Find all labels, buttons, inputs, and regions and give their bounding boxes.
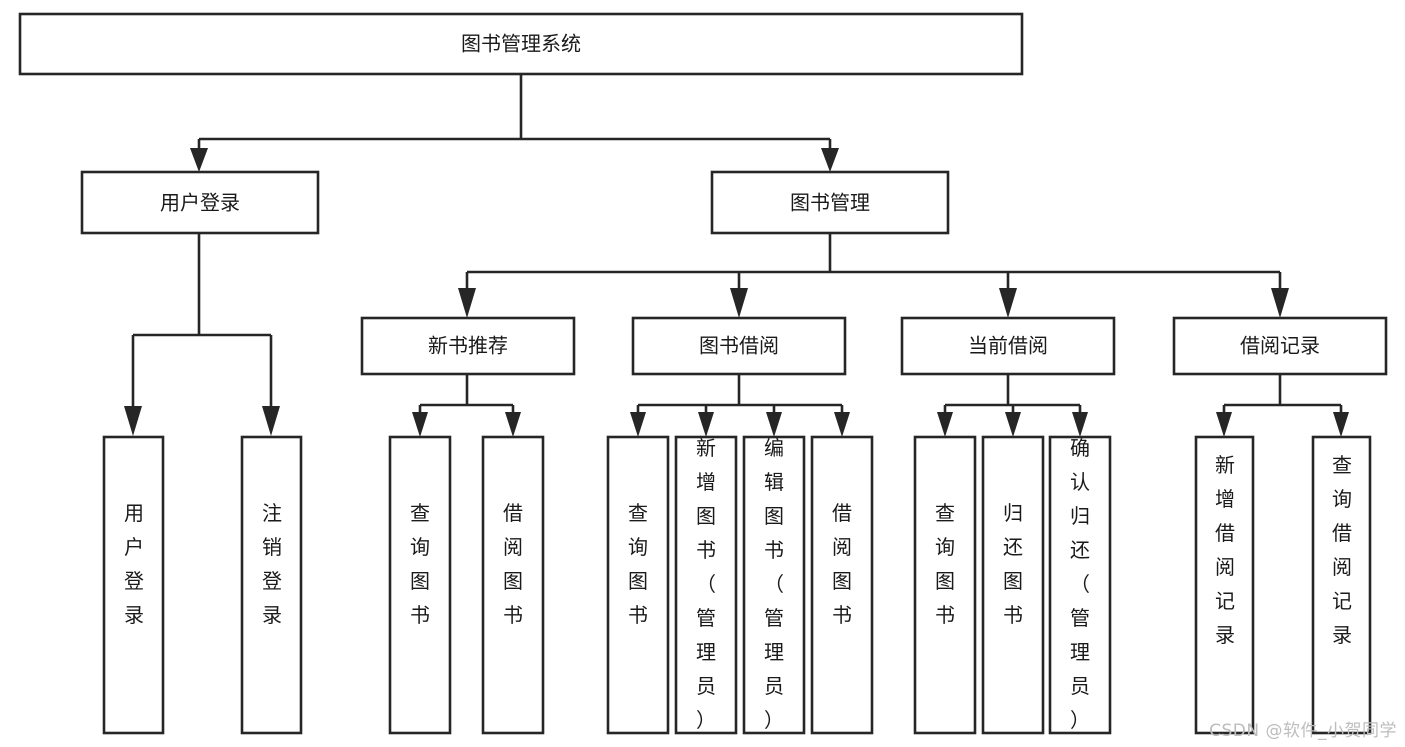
leaf-book-borrow-1[interactable]: 新增图书（管理员） [674,435,738,735]
arrow-to-user-login [190,148,208,172]
arrow-to-leaf-br-query [1333,412,1349,437]
leaf-user-login-0-label: 用户登录 [124,501,144,627]
node-borrow-record[interactable]: 借阅记录 [1172,316,1388,376]
leaf-current-borrow-2-box[interactable] [1048,435,1112,735]
node-root[interactable]: 图书管理系统 [18,12,1024,76]
arrow-to-leaf-nbr-query [412,412,428,437]
node-new-book-rec-box[interactable] [360,316,576,376]
node-user-login[interactable]: 用户登录 [80,170,320,235]
leaf-current-borrow-2[interactable]: 确认归还（管理员） [1048,435,1112,735]
node-user-login-label: 用户登录 [160,191,240,215]
leaf-user-login-1-box[interactable] [240,435,303,735]
leaf-new-book-rec-1-label: 借阅图书 [503,501,523,627]
node-current-borrow-label: 当前借阅 [968,334,1048,358]
leaf-new-book-rec-1[interactable]: 借阅图书 [481,435,545,735]
csdn-watermark: CSDN @软件_小贺同学 [1209,721,1397,741]
node-borrow-record-label: 借阅记录 [1240,334,1320,358]
node-root-label: 图书管理系统 [461,32,581,56]
arrow-to-leaf-logout [262,406,280,436]
arrow-to-leaf-user-login [124,406,142,436]
node-borrow-record-box[interactable] [1172,316,1388,376]
leaf-user-login-1[interactable]: 注销登录 [240,435,303,735]
leaf-new-book-rec-0-box[interactable] [388,435,452,735]
arrow-to-leaf-bb-add [698,412,714,437]
leaf-user-login-0[interactable]: 用户登录 [102,435,165,735]
arrow-to-leaf-br-add [1216,412,1232,437]
leaf-book-borrow-1-box[interactable] [674,435,738,735]
arrow-to-leaf-nbr-borrow [505,412,521,437]
leaf-user-login-0-box[interactable] [102,435,165,735]
node-book-borrow-box[interactable] [631,316,847,376]
leaf-borrow-record-1-box[interactable] [1311,435,1372,735]
leaf-book-borrow-0-box[interactable] [606,435,670,735]
leaf-borrow-record-1[interactable]: 查询借阅记录 [1311,435,1372,735]
leaf-book-borrow-2-box[interactable] [742,435,806,735]
leaf-new-book-rec-1-box[interactable] [481,435,545,735]
arrow-to-leaf-bb-borrow [834,412,850,437]
leaf-book-borrow-0[interactable]: 查询图书 [606,435,670,735]
node-new-book-rec[interactable]: 新书推荐 [360,316,576,376]
leaf-current-borrow-0-label: 查询图书 [935,501,955,627]
connector-layer [124,74,1349,437]
arrow-to-leaf-cb-query [937,412,953,437]
leaf-current-borrow-1-label: 归还图书 [1003,501,1023,627]
leaf-borrow-record-0-box[interactable] [1194,435,1255,735]
leaf-borrow-record-1-label: 查询借阅记录 [1332,453,1352,647]
arrow-to-new-book-rec [458,288,476,318]
node-book-manage-box[interactable] [710,170,950,235]
arrow-to-leaf-cb-return [1005,412,1021,437]
node-user-login-box[interactable] [80,170,320,235]
arrow-to-book-manage [821,148,839,172]
leaf-new-book-rec-0[interactable]: 查询图书 [388,435,452,735]
leaf-book-borrow-3-label: 借阅图书 [832,501,852,627]
leaf-current-borrow-0[interactable]: 查询图书 [913,435,977,735]
leaf-current-borrow-1[interactable]: 归还图书 [981,435,1045,735]
leaf-book-borrow-1-label: 新增图书（管理员） [696,436,716,732]
arrow-to-leaf-bb-query [630,412,646,437]
node-book-manage[interactable]: 图书管理 [710,170,950,235]
arrow-to-current-borrow [999,288,1017,318]
node-current-borrow[interactable]: 当前借阅 [900,316,1116,376]
leaf-book-borrow-3-box[interactable] [810,435,874,735]
leaf-borrow-record-0-label: 新增借阅记录 [1215,453,1235,647]
leaf-new-book-rec-0-label: 查询图书 [410,501,430,627]
arrow-to-leaf-cb-confirm [1072,412,1088,437]
node-book-borrow-label: 图书借阅 [699,334,779,358]
leaf-current-borrow-0-box[interactable] [913,435,977,735]
arrow-to-book-borrow [730,288,748,318]
leaf-borrow-record-0[interactable]: 新增借阅记录 [1194,435,1255,735]
leaf-current-borrow-1-box[interactable] [981,435,1045,735]
node-root-box[interactable] [18,12,1024,76]
leaf-book-borrow-3[interactable]: 借阅图书 [810,435,874,735]
leaf-user-login-1-label: 注销登录 [262,501,282,627]
leaf-book-borrow-2-label: 编辑图书（管理员） [764,436,784,732]
leaf-book-borrow-0-label: 查询图书 [628,501,648,627]
node-book-borrow[interactable]: 图书借阅 [631,316,847,376]
node-book-manage-label: 图书管理 [790,191,870,215]
arrow-to-leaf-bb-edit [766,412,782,437]
node-new-book-rec-label: 新书推荐 [428,334,508,358]
leaf-book-borrow-2[interactable]: 编辑图书（管理员） [742,435,806,735]
node-current-borrow-box[interactable] [900,316,1116,376]
leaf-current-borrow-2-label: 确认归还（管理员） [1070,436,1090,732]
arrow-to-borrow-record [1271,288,1289,318]
